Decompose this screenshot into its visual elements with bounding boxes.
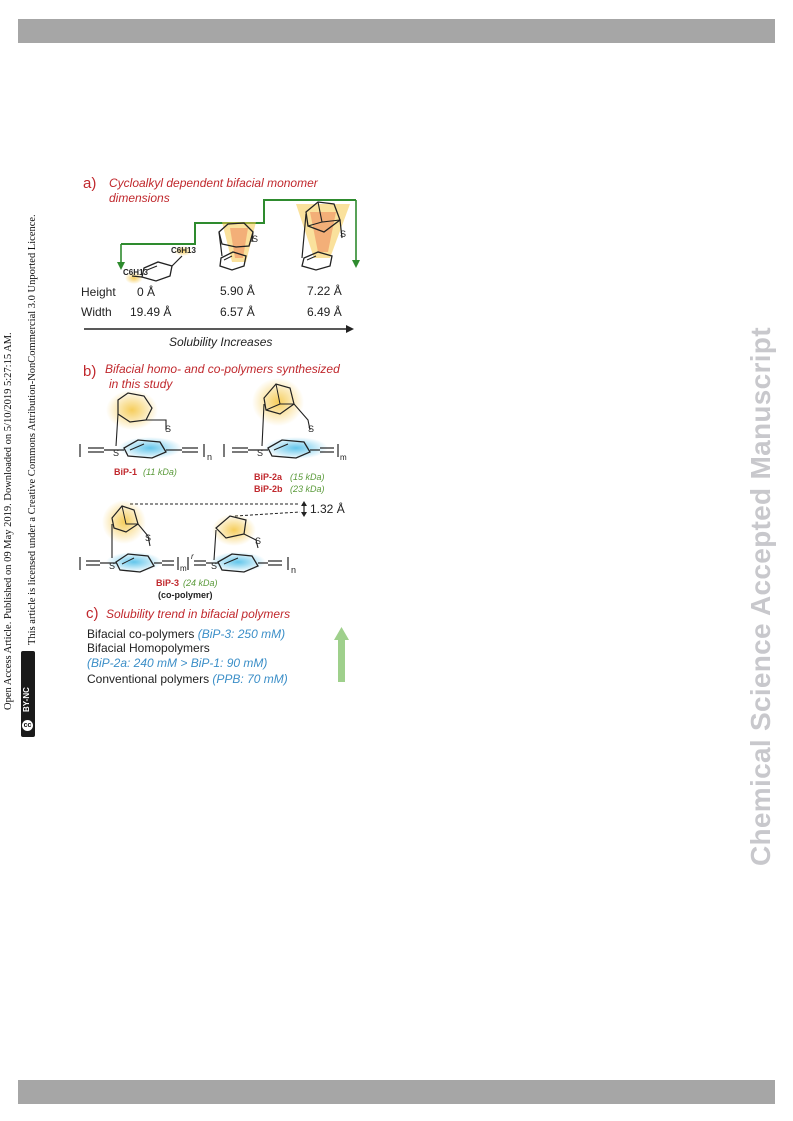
panel-a-letter: a) xyxy=(83,175,97,192)
width-value: 19.49 Å xyxy=(130,305,172,319)
bip1-subscript-n: n xyxy=(207,452,213,462)
panel-a-title-line2: dimensions xyxy=(109,191,170,205)
bip3-mw: (24 kDa) xyxy=(183,578,218,588)
bip3-note: (co-polymer) xyxy=(158,590,213,600)
bip3-sulfur-label-2: S xyxy=(109,561,116,571)
bip1-mw: (11 kDa) xyxy=(143,467,177,477)
bip3-sulfur-label-3: S xyxy=(255,536,262,546)
panel-a-title-line1: Cycloalkyl dependent bifacial monomer xyxy=(109,176,318,190)
height-value: 5.90 Å xyxy=(220,284,255,298)
trend-co-polymers: Bifacial co-polymers xyxy=(87,627,195,641)
bip2-sulfur-label-2: S xyxy=(257,448,264,458)
bip1-name: BiP-1 xyxy=(114,467,138,477)
hexyl-label-top: C6H13 xyxy=(171,246,196,255)
height-value: 7.22 Å xyxy=(307,284,342,298)
width-value: 6.57 Å xyxy=(220,305,255,319)
bip-3-structure xyxy=(79,500,289,573)
trend-line-4: Conventional polymers (PPB: 70 mM) xyxy=(87,672,288,686)
monomer-1-structure xyxy=(125,246,192,284)
offset-dashed-bottom xyxy=(234,511,301,517)
solubility-arrow-label: Solubility Increases xyxy=(169,335,273,349)
bip3-subscript-r: r xyxy=(191,552,194,561)
header-bar xyxy=(18,19,775,43)
solubility-trend-arrow xyxy=(334,627,349,682)
sulfur-label-m2: S xyxy=(252,234,259,244)
width-value: 6.49 Å xyxy=(307,305,342,319)
bip3-sulfur-label-4: S xyxy=(211,561,218,571)
panel-b-title-line2: in this study xyxy=(109,377,173,391)
trend-homopolymers: Bifacial Homopolymers xyxy=(87,641,210,655)
sulfur-label-m3: S xyxy=(340,229,347,239)
bip1-sulfur-label: S xyxy=(165,424,172,434)
bip2b-mw: (23 kDa) xyxy=(290,484,325,494)
trend-homopolymers-value: (BiP-2a: 240 mM > BiP-1: 90 mM) xyxy=(87,656,268,670)
panel-c-letter: c) xyxy=(86,605,99,622)
trend-co-polymers-value: (BiP-3: 250 mM) xyxy=(197,627,286,641)
offset-value: 1.32 Å xyxy=(310,502,345,516)
trend-conventional-value: (PPB: 70 mM) xyxy=(212,672,288,686)
bip2-subscript-m: m xyxy=(340,453,347,462)
panel-b-letter: b) xyxy=(83,363,97,380)
bip2-sulfur-label: S xyxy=(308,424,315,434)
bip3-sulfur-label: S xyxy=(145,533,152,543)
height-row-label: Height xyxy=(81,285,116,299)
bip1-sulfur-label-2: S xyxy=(113,448,120,458)
monomer-3-structure xyxy=(296,201,350,271)
bip3-subscript-n: n xyxy=(291,565,297,575)
footer-bar xyxy=(18,1080,775,1104)
monomer-2-structure xyxy=(218,222,256,271)
cc-licence-badge[interactable] xyxy=(21,651,35,737)
trend-conventional: Conventional polymers xyxy=(87,672,210,686)
height-value: 0 Å xyxy=(137,285,156,299)
bip2a-name: BiP-2a xyxy=(254,472,283,482)
trend-line-1: Bifacial co-polymers (BiP-3: 250 mM) xyxy=(87,627,285,641)
cc-icon: cc xyxy=(22,720,33,731)
bip-2-structure xyxy=(223,378,339,459)
bip3-name: BiP-3 xyxy=(156,578,180,588)
bip2a-mw: (15 kDa) xyxy=(290,472,325,482)
panel-b-title-line1: Bifacial homo- and co-polymers synthesiz… xyxy=(105,362,340,376)
hexyl-label-bottom: C6H13 xyxy=(123,268,148,277)
bip2b-name: BiP-2b xyxy=(254,484,283,494)
bip3-subscript-m: m xyxy=(180,564,187,573)
width-row-label: Width xyxy=(81,305,112,319)
bip-1-structure xyxy=(79,390,205,459)
panel-c-title: Solubility trend in bifacial polymers xyxy=(106,607,291,621)
